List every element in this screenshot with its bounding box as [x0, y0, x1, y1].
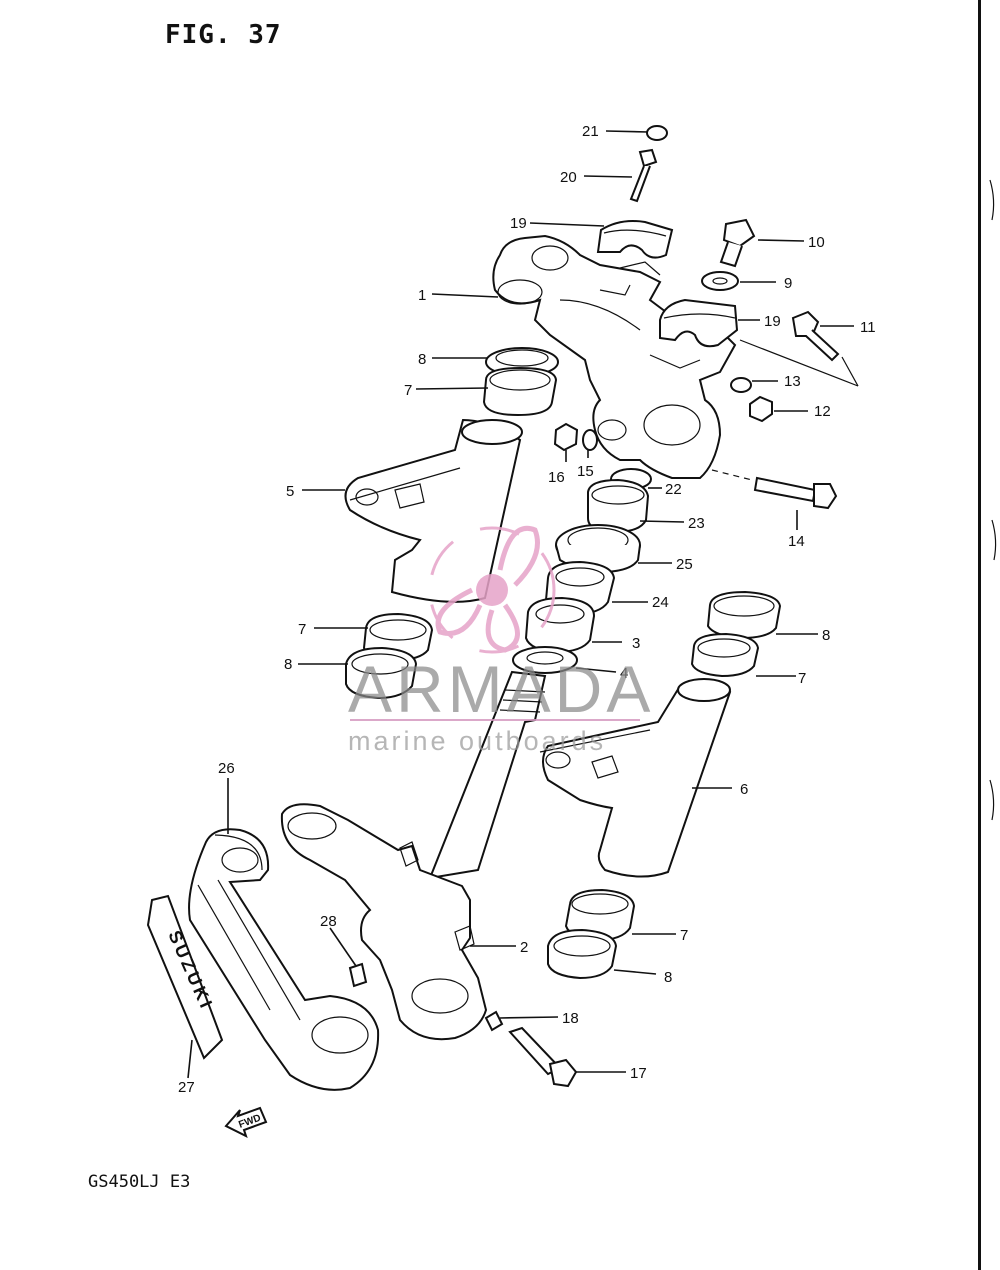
callout-16: 16 — [548, 469, 565, 486]
callout-8-upper-left: 8 — [418, 351, 426, 368]
part-12-nut — [749, 395, 773, 423]
part-9-washer — [701, 271, 739, 291]
model-code: GS450LJ E3 — [88, 1172, 191, 1192]
part-2-lower-bracket-stem — [280, 670, 547, 1041]
part-7-cushion-right-upper — [690, 632, 760, 678]
part-6-headlight-bracket-right — [539, 678, 732, 878]
part-28-clip — [348, 962, 368, 988]
watermark-tagline: marine outboards — [348, 726, 606, 756]
callout-17: 17 — [630, 1065, 647, 1082]
watermark-propeller-logo — [428, 526, 556, 654]
callout-5: 5 — [286, 483, 294, 500]
part-5-headlight-bracket-left — [344, 418, 523, 603]
part-11-bolt — [791, 310, 840, 362]
callout-2: 2 — [520, 939, 528, 956]
part-16-nut — [553, 422, 579, 452]
guide-line — [739, 339, 859, 387]
callout-1: 1 — [418, 287, 426, 304]
part-7-cushion-upper-left — [482, 366, 558, 417]
callout-13: 13 — [784, 373, 801, 390]
callout-12: 12 — [814, 403, 831, 420]
watermark-brand: ARMADA — [348, 652, 654, 726]
forward-direction-arrow: FWD — [224, 1106, 268, 1138]
callout-21: 21 — [582, 123, 599, 140]
callout-7-right-upper: 7 — [798, 670, 806, 687]
callout-19-upper: 19 — [510, 215, 527, 232]
part-21-cap — [646, 125, 668, 141]
part-4-race — [512, 646, 578, 674]
part-13-washer — [730, 377, 752, 393]
part-8-cushion-left-mid — [345, 646, 418, 700]
callout-7-upper-left: 7 — [404, 382, 412, 399]
part-15-washer — [582, 429, 598, 451]
part-19-handlebar-holder-lower — [659, 298, 739, 348]
guide-line — [841, 356, 859, 387]
part-20-bolt — [629, 148, 658, 203]
callout-24: 24 — [652, 594, 669, 611]
callout-27: 27 — [178, 1079, 195, 1096]
part-14-bolt — [753, 476, 838, 510]
part-10-bolt — [719, 218, 756, 268]
callout-8-left-mid: 8 — [284, 656, 292, 673]
figure-title: FIG. 37 — [165, 20, 282, 50]
callout-3: 3 — [632, 635, 640, 652]
callout-20: 20 — [560, 169, 577, 186]
callout-labels: 21 20 19 10 9 1 19 11 8 13 7 12 16 15 5 … — [178, 123, 876, 1096]
page-border — [978, 0, 981, 1270]
part-8-cushion-right-upper — [706, 590, 782, 640]
watermark: ARMADA marine outboards — [348, 526, 654, 756]
callout-26: 26 — [218, 760, 235, 777]
callout-23: 23 — [688, 515, 705, 532]
callout-7-left-mid: 7 — [298, 621, 306, 638]
callout-11: 11 — [860, 319, 876, 336]
callout-15: 15 — [577, 463, 594, 480]
callout-28: 28 — [320, 913, 337, 930]
callout-4: 4 — [620, 665, 628, 682]
callout-10: 10 — [808, 234, 825, 251]
callout-8-lower-right: 8 — [664, 969, 672, 986]
scan-edge-marks — [989, 179, 997, 821]
part-26-emblem-bracket — [188, 828, 380, 1091]
callout-25: 25 — [676, 556, 693, 573]
callout-19-lower: 19 — [764, 313, 781, 330]
callout-6: 6 — [740, 781, 748, 798]
callout-7-lower-right: 7 — [680, 927, 688, 944]
part-19-handlebar-holder-upper — [596, 220, 674, 259]
callout-14: 14 — [788, 533, 805, 550]
guide-line — [711, 469, 753, 481]
part-1-upper-bracket — [492, 234, 737, 479]
part-8-cushion-lower-right — [547, 928, 618, 980]
callout-18: 18 — [562, 1010, 579, 1027]
callout-22: 22 — [665, 481, 682, 498]
callout-9: 9 — [784, 275, 792, 292]
leader-lines — [187, 130, 854, 1079]
callout-8-right-upper: 8 — [822, 627, 830, 644]
part-18-washer — [484, 1010, 504, 1032]
part-17-bolt — [508, 1026, 578, 1088]
part-3-bearing — [524, 596, 596, 654]
